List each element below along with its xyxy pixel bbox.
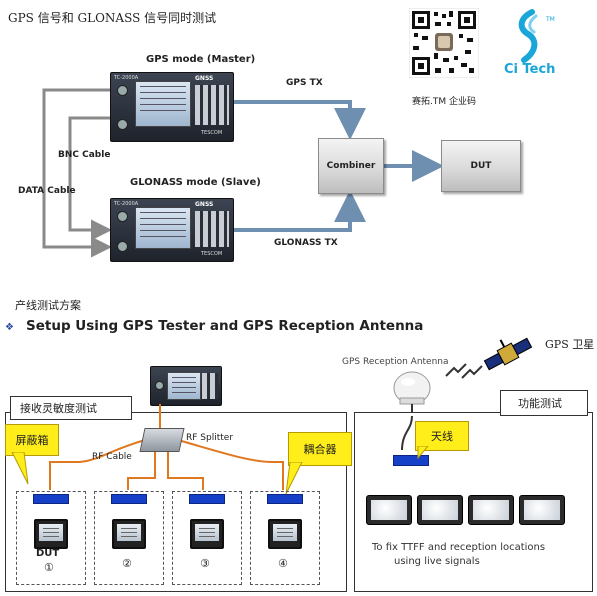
rf-cable-label: RF Cable [92,452,132,462]
data-cable-label: DATA Cable [18,186,76,196]
device-keypad [195,211,229,247]
top-title: GPS 信号和 GLONASS 信号同时测试 [8,11,217,25]
glonass-tx-line [233,190,366,232]
signal-wave-icon [445,363,483,379]
satellite-label: GPS 卫星 [545,338,595,351]
device-model: TC-2000A [114,75,139,81]
device-maker: TESCOM [201,251,223,257]
device-brand: GNSS [195,75,214,82]
sensitivity-test-title-box [10,396,132,420]
qr-caption: 赛拓.TM 企业码 [412,97,476,107]
device-knob [117,85,128,96]
device-keypad [195,85,229,125]
logo-tm: TM [546,16,555,23]
function-test-title: 功能测试 [518,397,562,410]
heading-bullet: ❖ [5,322,14,333]
device-maker: TESCOM [201,130,223,136]
gps-mode-label: GPS mode (Master) [146,54,256,65]
dut-device-1 [34,519,68,549]
slot-number-1: ① [44,561,54,574]
slot-number-3: ③ [200,557,210,570]
coupler-4 [267,494,303,504]
device-brand: GNSS [195,201,214,208]
shield-slot-2 [94,491,164,585]
device-screen [135,81,191,127]
function-dut-3 [468,495,514,525]
splitter-to-slot-2-cable [127,450,156,490]
device-model: TC-2000A [114,201,139,207]
shield-slot-1 [16,491,86,585]
citech-logo-icon [518,9,538,63]
antenna-coupler [393,455,429,466]
antenna-dome-icon [393,371,431,418]
gps-master-device: TC-2000A GNSS TESCOM [110,72,234,142]
qr-code [409,8,479,78]
coupler-3 [189,494,225,504]
data-cable-line [42,88,112,258]
shield-box-callout-pointer [11,452,29,485]
slot-number-4: ④ [278,557,288,570]
section-title: 产线测试方案 [15,299,81,312]
splitter-to-slot-4-cable [177,439,284,490]
antenna-callout-pointer [417,446,429,460]
gps-tx-line [233,100,366,140]
combiner-box: Combiner [318,138,384,194]
tester-knob [155,381,164,390]
coupler-callout-pointer [285,462,303,495]
device-knob [117,119,128,130]
top-connections [42,88,444,258]
rf-splitter [139,428,185,452]
function-caption-2: using live signals [394,556,480,567]
function-caption-1: To fix TTFF and reception locations [372,542,546,553]
function-dut-1 [366,495,412,525]
logo-text: Ci Tech [504,62,556,77]
function-dut-4 [519,495,565,525]
coupler-1 [33,494,69,504]
tester-screen [167,372,201,400]
splitter-to-slot-1-cable [49,439,146,490]
device-screen [135,207,191,249]
glonass-tx-label: GLONASS TX [274,238,338,248]
function-dut-2 [417,495,463,525]
dut-box: DUT [441,140,521,192]
tester-keypad [202,373,218,399]
dut-device-4 [268,519,302,549]
shield-box-callout: 屏蔽箱 [5,424,59,456]
device-knob [117,211,128,222]
dut-label: DUT [36,548,60,559]
dut-device-2 [112,519,146,549]
glonass-mode-label: GLONASS mode (Slave) [130,177,261,188]
shield-slot-3 [172,491,242,585]
coupler-callout: 耦合器 [288,432,352,466]
glonass-slave-device: TC-2000A GNSS TESCOM [110,198,234,262]
splitter-to-slot-3-cable [167,450,204,490]
function-test-title-box [500,390,588,416]
bnc-cable-line [68,116,112,241]
shield-slot-4 [250,491,320,585]
slot-number-2: ② [122,557,132,570]
setup-heading: Setup Using GPS Tester and GPS Reception… [26,318,424,334]
sensitivity-test-title: 接收灵敏度测试 [20,402,97,415]
bnc-cable-label: BNC Cable [58,150,111,160]
antenna-callout: 天线 [415,421,469,451]
device-knob [117,241,128,252]
gps-tx-label: GPS TX [286,78,323,88]
satellite-icon [483,337,533,371]
antenna-label: GPS Reception Antenna [342,357,449,367]
antenna-cable [401,415,413,451]
dut-device-3 [190,519,224,549]
rf-splitter-label: RF Splitter [186,433,234,443]
gps-tester-device [150,366,222,406]
coupler-2 [111,494,147,504]
